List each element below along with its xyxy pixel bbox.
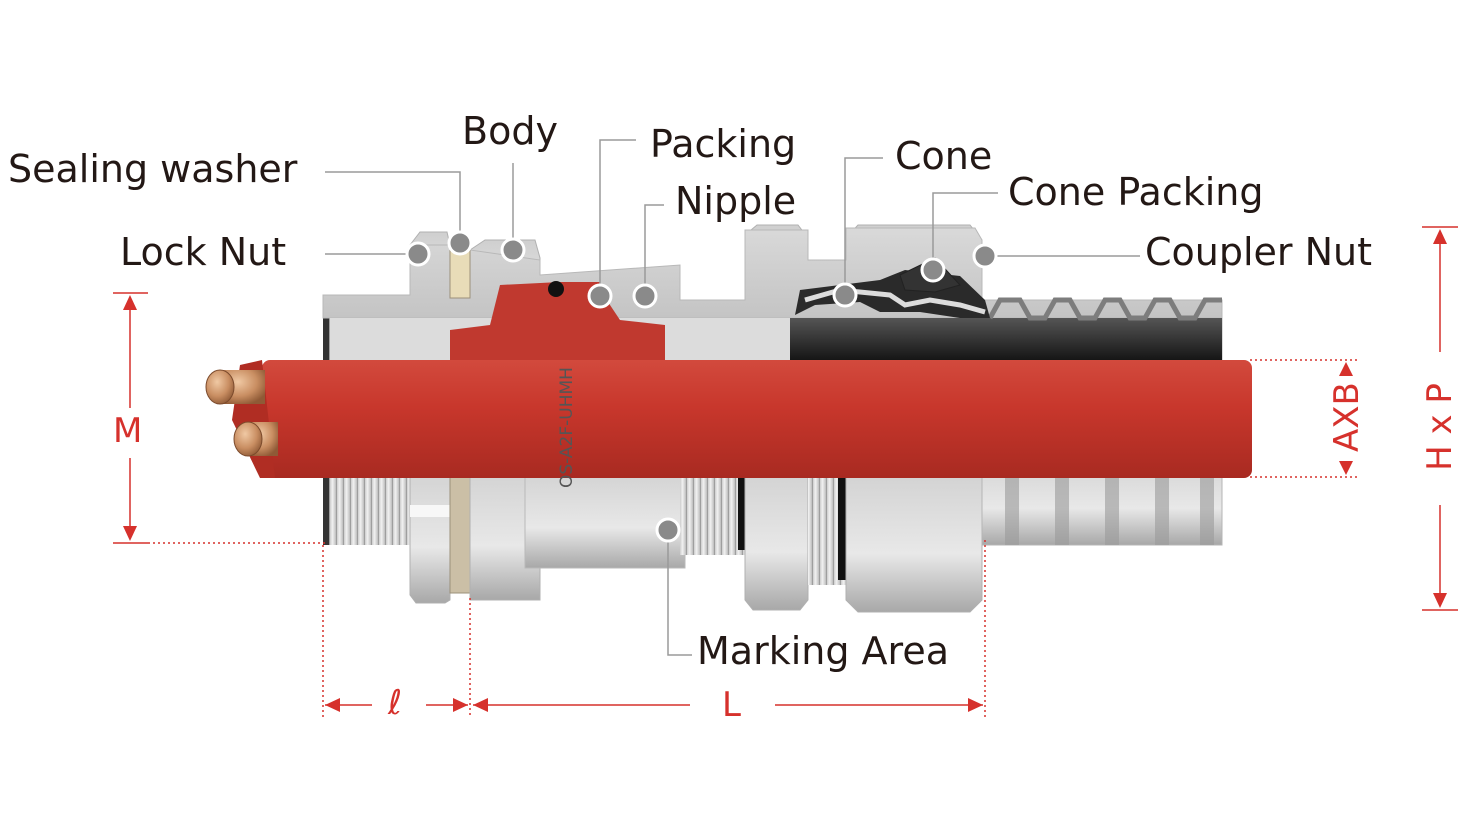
dot-body: [500, 237, 526, 263]
leader-nipple: [644, 204, 664, 296]
label-coupler-nut: Coupler Nut: [1145, 230, 1373, 274]
label-marking-area: Marking Area: [697, 629, 949, 673]
label-body: Body: [462, 109, 558, 153]
label-sealing-washer: Sealing washer: [8, 147, 298, 191]
gasket-ring: [738, 410, 748, 550]
leader-packing: [599, 139, 636, 296]
dot-cone: [832, 282, 858, 308]
cable-body: [262, 360, 1252, 478]
dot-sealing-washer: [447, 230, 473, 256]
leader-lines: [325, 139, 1140, 656]
conductor-top: [205, 369, 265, 405]
dot-cone-packing: [920, 257, 946, 283]
dimension-axb: AXB: [1327, 382, 1367, 452]
dimension-l: L: [722, 685, 741, 725]
dot-coupler-nut: [972, 243, 998, 269]
dot-marking-area: [655, 517, 681, 543]
dot-lock-nut: [405, 241, 431, 267]
leader-marking-area: [667, 530, 692, 656]
dimension-lines: [113, 226, 1458, 718]
label-cone: Cone: [895, 134, 993, 178]
dimension-ell: ℓ: [388, 683, 403, 723]
marking-text: OS-A2F-UHMH: [557, 367, 577, 488]
label-packing: Packing: [650, 122, 797, 166]
leader-cone: [844, 157, 883, 295]
dimension-m: M: [113, 411, 143, 451]
leader-sealing-washer: [325, 171, 461, 243]
label-nipple: Nipple: [675, 179, 797, 223]
cutaway-section: [322, 227, 1223, 363]
label-cone-packing: Cone Packing: [1008, 170, 1264, 214]
label-lock-nut: Lock Nut: [120, 230, 287, 274]
callout-dots: [405, 230, 998, 543]
dot-packing: [587, 283, 613, 309]
leader-cone-packing: [932, 192, 998, 270]
dot-nipple: [632, 283, 658, 309]
dimension-hxp: H x P: [1420, 383, 1459, 471]
conductor-bottom: [233, 421, 278, 457]
cable: [205, 360, 1252, 478]
